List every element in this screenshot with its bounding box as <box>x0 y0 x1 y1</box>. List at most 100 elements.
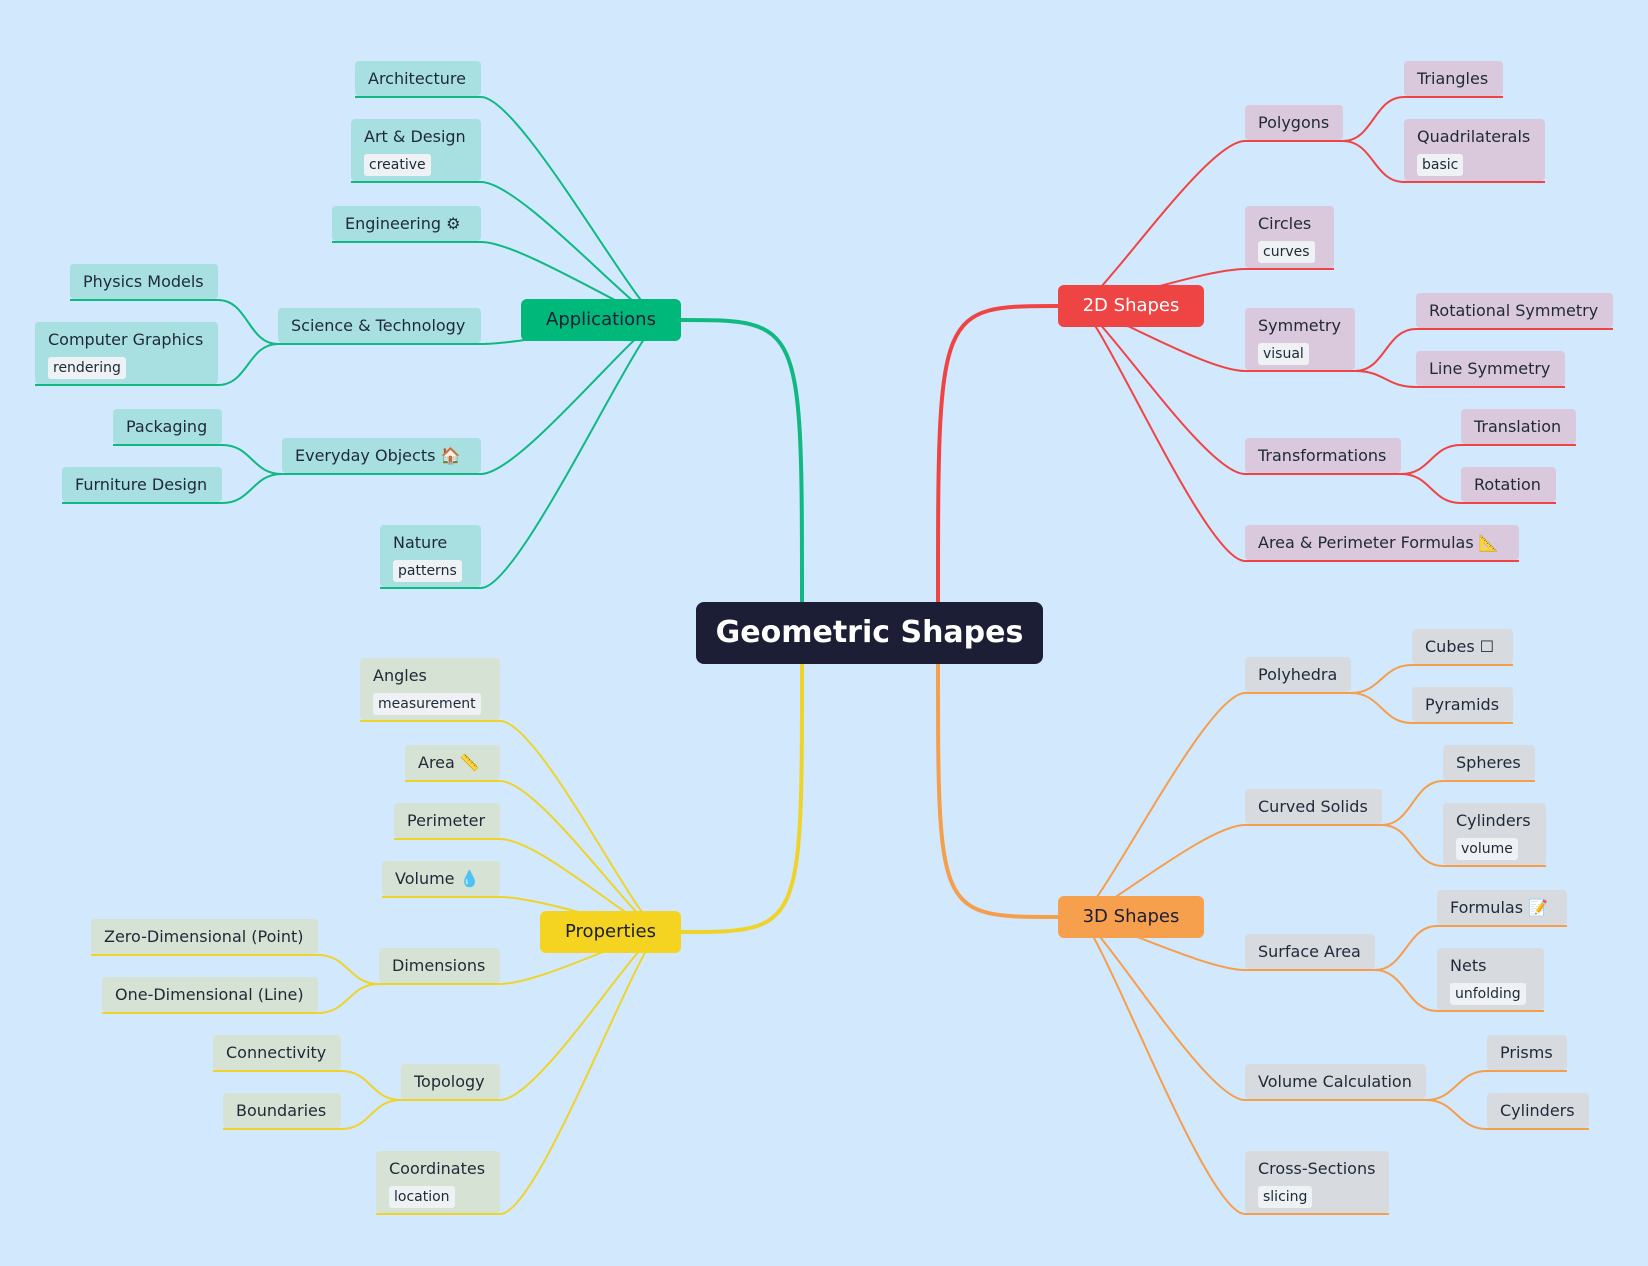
branch-applications[interactable]: Applications <box>521 299 681 341</box>
node-quadrilaterals-label: Quadrilaterals <box>1417 127 1531 146</box>
node-pyramids[interactable]: Pyramids <box>1412 687 1513 722</box>
node-area[interactable]: Area 📏 <box>405 745 500 780</box>
node-dimensions[interactable]: Dimensions <box>379 948 500 983</box>
node-engineering[interactable]: Engineering ⚙ <box>332 206 481 241</box>
node-angles-tag: measurement <box>373 693 481 715</box>
node-architecture-label: Architecture <box>368 69 466 88</box>
node-topology[interactable]: Topology <box>401 1064 500 1099</box>
node-connectivity[interactable]: Connectivity <box>213 1035 341 1070</box>
node-volume-calculation-label: Volume Calculation <box>1258 1072 1412 1091</box>
node-symmetry[interactable]: Symmetry visual <box>1245 308 1355 370</box>
node-curved-solids-label: Curved Solids <box>1258 797 1368 816</box>
node-area-perimeter-formulas-label: Area & Perimeter Formulas 📐 <box>1258 533 1499 552</box>
node-cubes-label: Cubes ☐ <box>1425 637 1495 656</box>
connector-nets <box>1374 969 1438 1012</box>
node-spheres[interactable]: Spheres <box>1443 745 1535 780</box>
node-nature-label: Nature <box>393 533 448 552</box>
node-physics-models-label: Physics Models <box>83 272 204 291</box>
node-polyhedra[interactable]: Polyhedra <box>1245 657 1351 692</box>
node-science-technology[interactable]: Science & Technology <box>278 308 481 343</box>
node-translation[interactable]: Translation <box>1461 409 1576 444</box>
node-boundaries[interactable]: Boundaries <box>223 1093 341 1128</box>
node-perimeter-label: Perimeter <box>407 811 486 830</box>
node-triangles-label: Triangles <box>1417 69 1489 88</box>
connector-spheres <box>1381 780 1444 826</box>
connector-cross-sections <box>1077 916 1246 1215</box>
connector-computer-graphics <box>217 343 279 386</box>
node-everyday-objects-label: Everyday Objects 🏠 <box>295 446 461 465</box>
node-zero-dimensional-point-label: Zero-Dimensional (Point) <box>104 927 304 946</box>
node-rotational-symmetry[interactable]: Rotational Symmetry <box>1416 293 1613 328</box>
node-everyday-objects[interactable]: Everyday Objects 🏠 <box>282 438 481 473</box>
node-transformations-label: Transformations <box>1258 446 1387 465</box>
node-prisms[interactable]: Prisms <box>1487 1035 1567 1070</box>
connector-everyday-objects <box>480 319 662 475</box>
node-furniture-design[interactable]: Furniture Design <box>62 467 222 502</box>
connector-line-symmetry <box>1354 370 1417 388</box>
node-one-dimensional-line[interactable]: One-Dimensional (Line) <box>102 977 318 1012</box>
connector-area-perimeter-formulas <box>1077 305 1246 562</box>
node-physics-models[interactable]: Physics Models <box>70 264 218 299</box>
node-one-dimensional-line-label: One-Dimensional (Line) <box>115 985 304 1004</box>
node-transformations[interactable]: Transformations <box>1245 438 1401 473</box>
connector-architecture <box>480 96 662 321</box>
node-volume-calculation[interactable]: Volume Calculation <box>1245 1064 1426 1099</box>
central-topic[interactable]: Geometric Shapes <box>696 602 1043 664</box>
connector-pyramids <box>1350 692 1413 724</box>
node-pyramids-label: Pyramids <box>1425 695 1500 714</box>
connector-properties <box>680 663 804 934</box>
branch-3d-shapes[interactable]: 3D Shapes <box>1058 896 1204 938</box>
node-computer-graphics-tag: rendering <box>48 357 126 379</box>
node-area-label: Area 📏 <box>418 753 480 772</box>
connector-polygons <box>1077 140 1246 307</box>
node-coordinates-tag: location <box>389 1186 455 1208</box>
node-circles-tag: curves <box>1258 241 1315 263</box>
node-formulas[interactable]: Formulas 📝 <box>1437 890 1567 925</box>
node-area-perimeter-formulas[interactable]: Area & Perimeter Formulas 📐 <box>1245 525 1519 560</box>
node-curved-solids[interactable]: Curved Solids <box>1245 789 1382 824</box>
node-connectivity-label: Connectivity <box>226 1043 327 1062</box>
node-line-symmetry[interactable]: Line Symmetry <box>1416 351 1565 386</box>
node-packaging[interactable]: Packaging <box>113 409 222 444</box>
branch-properties[interactable]: Properties <box>540 911 681 953</box>
node-translation-label: Translation <box>1474 417 1562 436</box>
node-computer-graphics-label: Computer Graphics <box>48 330 204 349</box>
branch-2d-shapes[interactable]: 2D Shapes <box>1058 285 1204 327</box>
node-packaging-label: Packaging <box>126 417 208 436</box>
node-rotational-symmetry-label: Rotational Symmetry <box>1429 301 1599 320</box>
node-cubes[interactable]: Cubes ☐ <box>1412 629 1513 664</box>
connector-one-dimensional-line <box>317 983 380 1014</box>
node-angles-label: Angles <box>373 666 427 685</box>
node-volume-label: Volume 💧 <box>395 869 480 888</box>
connector-physics-models <box>217 299 279 345</box>
node-zero-dimensional-point[interactable]: Zero-Dimensional (Point) <box>91 919 318 954</box>
node-symmetry-tag: visual <box>1258 343 1309 365</box>
node-computer-graphics[interactable]: Computer Graphics rendering <box>35 322 218 384</box>
node-angles[interactable]: Angles measurement <box>360 658 500 720</box>
node-surface-area[interactable]: Surface Area <box>1245 934 1375 969</box>
connector-packaging <box>221 444 283 475</box>
node-cylinders[interactable]: Cylinders <box>1487 1093 1589 1128</box>
connector-topology <box>499 931 662 1101</box>
node-architecture[interactable]: Architecture <box>355 61 481 96</box>
node-polygons[interactable]: Polygons <box>1245 105 1343 140</box>
node-nets-tag: unfolding <box>1450 983 1526 1005</box>
node-cylinders-label: Cylinders <box>1456 811 1531 830</box>
node-symmetry-label: Symmetry <box>1258 316 1341 335</box>
node-rotation[interactable]: Rotation <box>1461 467 1556 502</box>
connector-applications <box>680 318 804 603</box>
node-perimeter[interactable]: Perimeter <box>394 803 500 838</box>
node-volume[interactable]: Volume 💧 <box>382 861 500 896</box>
connector-boundaries <box>340 1099 402 1130</box>
node-triangles[interactable]: Triangles <box>1404 61 1503 96</box>
connector-quadrilaterals <box>1342 140 1405 183</box>
